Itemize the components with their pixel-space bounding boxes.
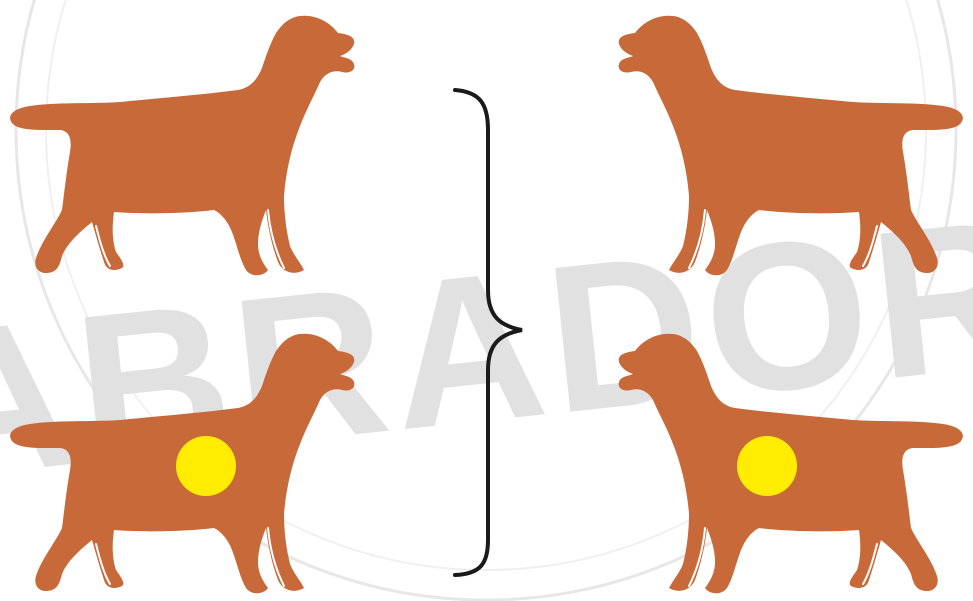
yellow-dot-icon <box>737 436 797 496</box>
dog-top-left <box>10 16 354 276</box>
labrador-silhouette-icon <box>10 16 354 276</box>
yellow-dot-icon <box>176 436 236 496</box>
